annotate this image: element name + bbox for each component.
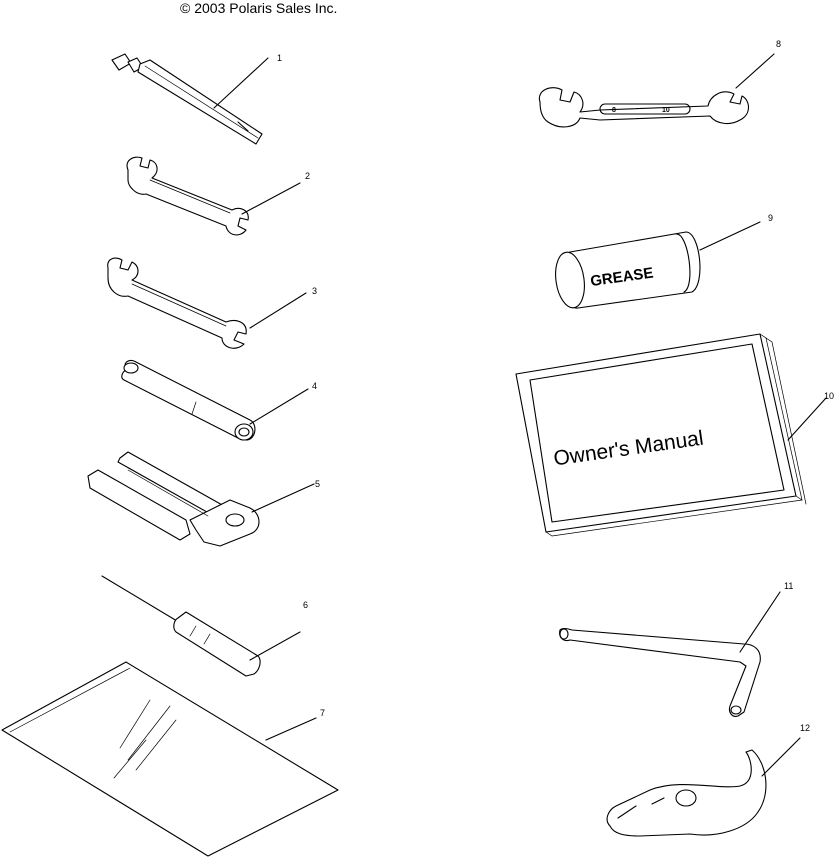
wrench-mark-8: 8 [612,107,616,114]
part-8-wrench: 8 10 [538,53,775,128]
part-1-driver-tool [111,53,269,145]
wrench-mark-10: 10 [662,107,670,114]
part-7-plastic-bag [1,661,339,857]
callout-12: 12 [800,723,810,733]
callout-9: 9 [768,213,773,223]
callout-4: 4 [312,381,317,391]
callout-8: 8 [776,39,781,49]
callout-7: 7 [320,708,325,718]
copyright-notice: © 2003 Polaris Sales Inc. [180,0,338,16]
part-4-tube-wrench [121,359,309,441]
callout-2: 2 [305,171,310,181]
callout-6: 6 [303,600,308,610]
part-5-bracket-tool [87,451,315,547]
callout-1: 1 [277,53,282,63]
callout-10: 10 [824,391,834,401]
part-10-owners-manual: Owner's Manual [515,333,827,537]
part-12-hook-spanner [606,737,801,837]
part-11-hex-key [559,591,781,717]
part-3-wrench [107,257,307,349]
callout-3: 3 [312,286,317,296]
part-9-grease-tube: GREASE [555,221,761,309]
part-6-screwdriver [101,575,301,677]
callout-11: 11 [784,581,793,591]
callout-5: 5 [315,479,320,489]
part-2-wrench [126,156,301,236]
